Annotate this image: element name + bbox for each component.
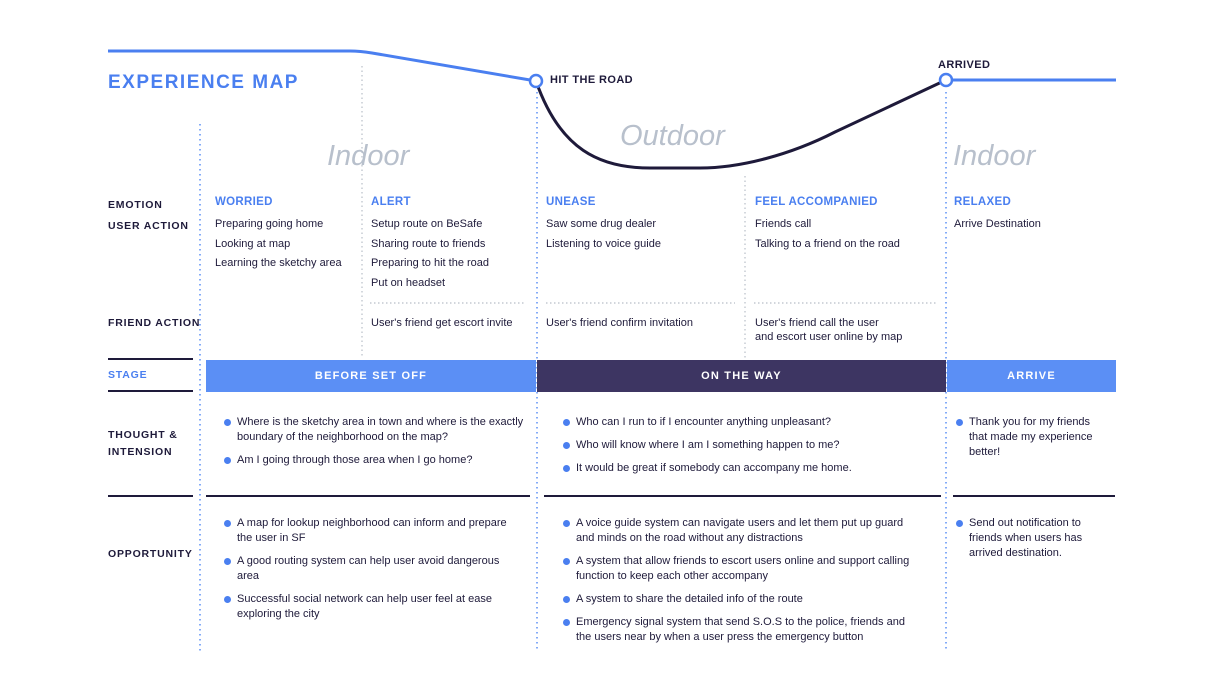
emotion-unease: UNEASE: [546, 196, 596, 208]
user-action-item: Put on headset: [371, 276, 446, 289]
friend-action-col4: User's friend call the user and escort u…: [755, 316, 902, 344]
milestone-arrived: ARRIVED: [938, 59, 991, 71]
user-action-item: Sharing route to friends: [371, 237, 486, 250]
arrived-marker: [938, 72, 954, 88]
user-action-item: Friends call: [755, 218, 812, 230]
thoughts-before-set-off: Where is the sketchy area in town and wh…: [224, 415, 524, 468]
list-item: Send out notification to friends when us…: [956, 516, 1101, 561]
user-action-item: Setup route on BeSafe: [371, 218, 483, 230]
user-action-item: Preparing to hit the road: [371, 257, 490, 269]
opportunities-before-set-off: A map for lookup neighborhood can inform…: [224, 516, 514, 622]
user-action-item: Learning the sketchy area: [215, 257, 342, 269]
friend-action-item: and escort user online by map: [755, 331, 903, 343]
emotion-worried: WORRIED: [215, 196, 273, 208]
row-label-emotion: EMOTION: [108, 199, 163, 211]
list-item: Thank you for my friends that made my ex…: [956, 415, 1106, 460]
list-item: A system to share the detailed info of t…: [563, 592, 923, 607]
user-actions-col1: Preparing going home Looking at map Lear…: [215, 215, 342, 274]
row-label-opportunity: OPPORTUNITY: [108, 548, 193, 560]
emotion-relaxed: RELAXED: [954, 196, 1012, 208]
stage-before-set-off: BEFORE SET OFF: [206, 360, 536, 392]
friend-action-item: User's friend confirm invitation: [546, 317, 693, 329]
row-label-thought-line2: INTENSION: [108, 446, 173, 458]
user-action-item: Talking to a friend on the road: [755, 237, 900, 250]
stage-arrive: ARRIVE: [947, 360, 1116, 392]
user-action-item: Saw some drug dealer: [546, 218, 657, 230]
emotion-feel-accompanied: FEEL ACCOMPANIED: [755, 196, 878, 208]
user-actions-col4: Friends call Talking to a friend on the …: [755, 215, 900, 254]
row-label-user-action: USER ACTION: [108, 220, 189, 232]
user-actions-col5: Arrive Destination: [954, 215, 1041, 235]
list-item: A system that allow friends to escort us…: [563, 554, 923, 584]
phase-indoor-start: Indoor: [327, 140, 410, 172]
list-item: A voice guide system can navigate users …: [563, 516, 923, 546]
list-item: Emergency signal system that send S.O.S …: [563, 615, 923, 645]
friend-action-item: User's friend get escort invite: [371, 317, 513, 329]
list-item: It would be great if somebody can accomp…: [563, 461, 933, 476]
user-action-item: Looking at map: [215, 237, 291, 250]
journey-line-outdoor: [534, 78, 947, 170]
friend-action-col3: User's friend confirm invitation: [546, 316, 693, 330]
user-action-item: Listening to voice guide: [546, 237, 661, 250]
list-item: Who can I run to if I encounter anything…: [563, 415, 933, 430]
user-action-item: Preparing going home: [215, 218, 324, 230]
list-item: Successful social network can help user …: [224, 592, 514, 622]
opportunities-on-the-way: A voice guide system can navigate users …: [563, 516, 923, 645]
user-actions-col3: Saw some drug dealer Listening to voice …: [546, 215, 661, 254]
thoughts-arrive: Thank you for my friends that made my ex…: [956, 415, 1106, 460]
user-actions-col2: Setup route on BeSafe Sharing route to f…: [371, 215, 489, 293]
opportunities-arrive: Send out notification to friends when us…: [956, 516, 1101, 561]
stage-on-the-way: ON THE WAY: [537, 360, 946, 392]
friend-action-col2: User's friend get escort invite: [371, 316, 513, 330]
phase-outdoor: Outdoor: [620, 120, 725, 152]
friend-action-item: User's friend call the user: [755, 317, 879, 329]
list-item: Who will know where I am I something hap…: [563, 438, 933, 453]
row-label-friend-action: FRIEND ACTION: [108, 317, 201, 329]
hit-the-road-marker: [528, 73, 544, 89]
row-label-stage: STAGE: [108, 369, 148, 381]
thoughts-on-the-way: Who can I run to if I encounter anything…: [563, 415, 933, 476]
list-item: Am I going through those area when I go …: [224, 453, 524, 468]
list-item: A map for lookup neighborhood can inform…: [224, 516, 514, 546]
journey-line-indoor: [108, 49, 537, 83]
list-item: Where is the sketchy area in town and wh…: [224, 415, 524, 445]
list-item: A good routing system can help user avoi…: [224, 554, 514, 584]
row-label-thought-line1: THOUGHT &: [108, 429, 178, 441]
emotion-alert: ALERT: [371, 196, 411, 208]
phase-indoor-end: Indoor: [953, 140, 1036, 172]
user-action-item: Arrive Destination: [954, 218, 1041, 230]
milestone-hit-the-road: HIT THE ROAD: [550, 74, 634, 86]
page-title: EXPERIENCE MAP: [108, 72, 299, 93]
